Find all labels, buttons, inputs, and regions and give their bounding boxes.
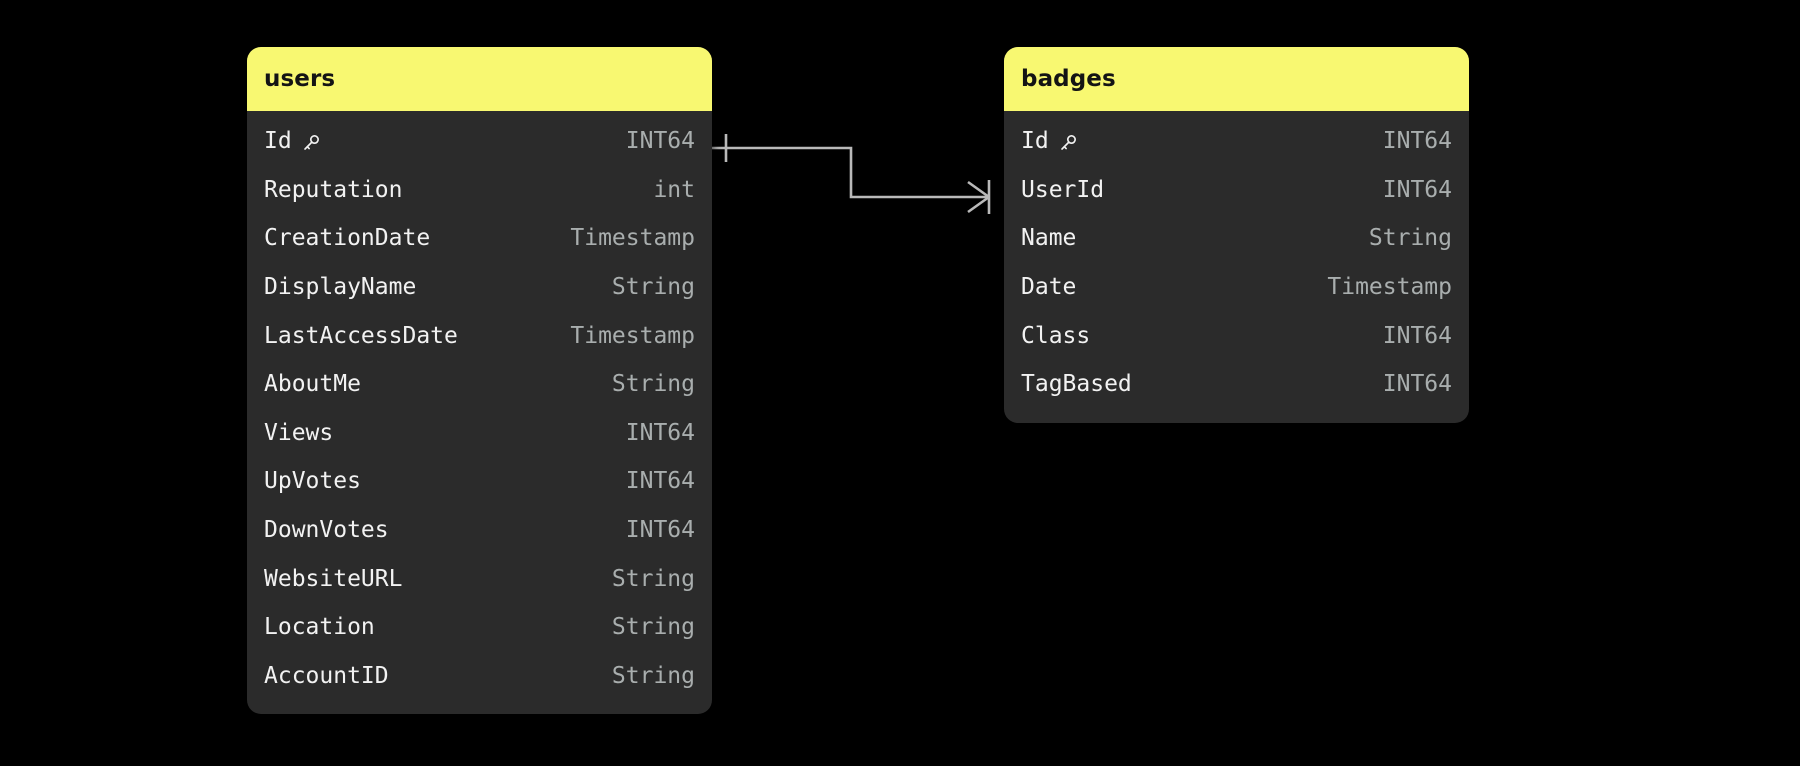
- er-column-name-label: TagBased: [1021, 371, 1132, 398]
- er-column-name-label: DownVotes: [264, 517, 389, 544]
- er-column-row[interactable]: Id INT64: [247, 117, 712, 166]
- er-column-type: String: [611, 565, 695, 592]
- relationship-line-users-badges: [712, 146, 989, 199]
- er-column-name: TagBased: [1021, 371, 1132, 397]
- er-column-name: LastAccessDate: [264, 323, 458, 349]
- er-column-type: String: [611, 662, 695, 689]
- er-column-name: Views: [264, 420, 333, 446]
- er-column-type: INT64: [625, 128, 695, 155]
- er-column-name-label: UserId: [1021, 176, 1105, 203]
- er-column-name: AccountID: [264, 663, 389, 689]
- er-column-name-label: Id: [1021, 128, 1049, 155]
- er-column-row[interactable]: Views INT64: [247, 409, 712, 458]
- er-column-row[interactable]: Location String: [247, 603, 712, 652]
- er-column-type: String: [611, 274, 695, 301]
- er-column-row[interactable]: AboutMe String: [247, 360, 712, 409]
- er-column-name-label: Date: [1021, 274, 1077, 301]
- er-column-row[interactable]: Id INT64: [1004, 117, 1469, 166]
- er-column-type: INT64: [625, 517, 695, 544]
- er-column-type: String: [611, 371, 695, 398]
- er-column-name: DownVotes: [264, 517, 389, 543]
- er-column-row[interactable]: Name String: [1004, 214, 1469, 263]
- er-column-row[interactable]: TagBased INT64: [1004, 360, 1469, 409]
- er-column-name: CreationDate: [264, 225, 430, 251]
- er-column-type: String: [1368, 225, 1452, 252]
- er-column-name-label: Id: [264, 128, 292, 155]
- er-column-name-label: AccountID: [264, 662, 389, 689]
- er-column-name: WebsiteURL: [264, 566, 402, 592]
- er-column-row[interactable]: CreationDate Timestamp: [247, 214, 712, 263]
- er-column-type: INT64: [625, 419, 695, 446]
- er-column-type: INT64: [1382, 128, 1452, 155]
- er-column-name: Id: [1021, 128, 1079, 154]
- er-column-name-label: WebsiteURL: [264, 565, 403, 592]
- er-column-row[interactable]: WebsiteURL String: [247, 554, 712, 603]
- er-column-name: Name: [1021, 225, 1076, 251]
- er-column-row[interactable]: Reputation int: [247, 166, 712, 215]
- er-column-name-label: Reputation: [264, 176, 403, 203]
- er-column-name-label: Name: [1021, 225, 1077, 252]
- er-column-name: AboutMe: [264, 371, 361, 397]
- er-column-name: Id: [264, 128, 322, 154]
- er-column-type: Timestamp: [570, 225, 695, 252]
- er-column-row[interactable]: LastAccessDate Timestamp: [247, 311, 712, 360]
- er-column-name-label: AboutMe: [264, 371, 361, 398]
- er-column-row[interactable]: Date Timestamp: [1004, 263, 1469, 312]
- er-column-name-label: Class: [1021, 322, 1091, 349]
- er-column-row[interactable]: UserId INT64: [1004, 166, 1469, 215]
- er-column-type: INT64: [1382, 371, 1452, 398]
- er-column-type: Timestamp: [570, 322, 695, 349]
- er-column-type: INT64: [1382, 322, 1452, 349]
- er-column-name: Class: [1021, 323, 1090, 349]
- er-column-type: INT64: [625, 468, 695, 495]
- er-column-type: INT64: [1382, 176, 1452, 203]
- er-column-name-label: UpVotes: [264, 468, 361, 495]
- er-column-row[interactable]: DownVotes INT64: [247, 506, 712, 555]
- er-column-name: DisplayName: [264, 274, 416, 300]
- er-column-name: Location: [264, 614, 375, 640]
- key-icon: [1058, 132, 1079, 153]
- er-column-row[interactable]: AccountID String: [247, 652, 712, 701]
- er-column-name-label: Views: [264, 419, 334, 446]
- er-column-row[interactable]: UpVotes INT64: [247, 457, 712, 506]
- er-column-type: String: [611, 614, 695, 641]
- er-column-name-label: DisplayName: [264, 274, 417, 301]
- er-table-title-badges: badges: [1004, 47, 1469, 111]
- er-column-name: Reputation: [264, 177, 402, 203]
- er-column-name-label: LastAccessDate: [264, 322, 458, 349]
- er-table-title-users: users: [247, 47, 712, 111]
- er-column-type: int: [653, 176, 695, 203]
- er-column-name: UserId: [1021, 177, 1104, 203]
- er-column-name: UpVotes: [264, 468, 361, 494]
- er-column-name-label: Location: [264, 614, 375, 641]
- cardinality-many-marker: [967, 180, 991, 214]
- key-icon: [301, 132, 322, 153]
- er-column-name-label: CreationDate: [264, 225, 431, 252]
- er-column-type: Timestamp: [1327, 274, 1452, 301]
- er-column-row[interactable]: Class INT64: [1004, 311, 1469, 360]
- er-column-name: Date: [1021, 274, 1076, 300]
- er-column-row[interactable]: DisplayName String: [247, 263, 712, 312]
